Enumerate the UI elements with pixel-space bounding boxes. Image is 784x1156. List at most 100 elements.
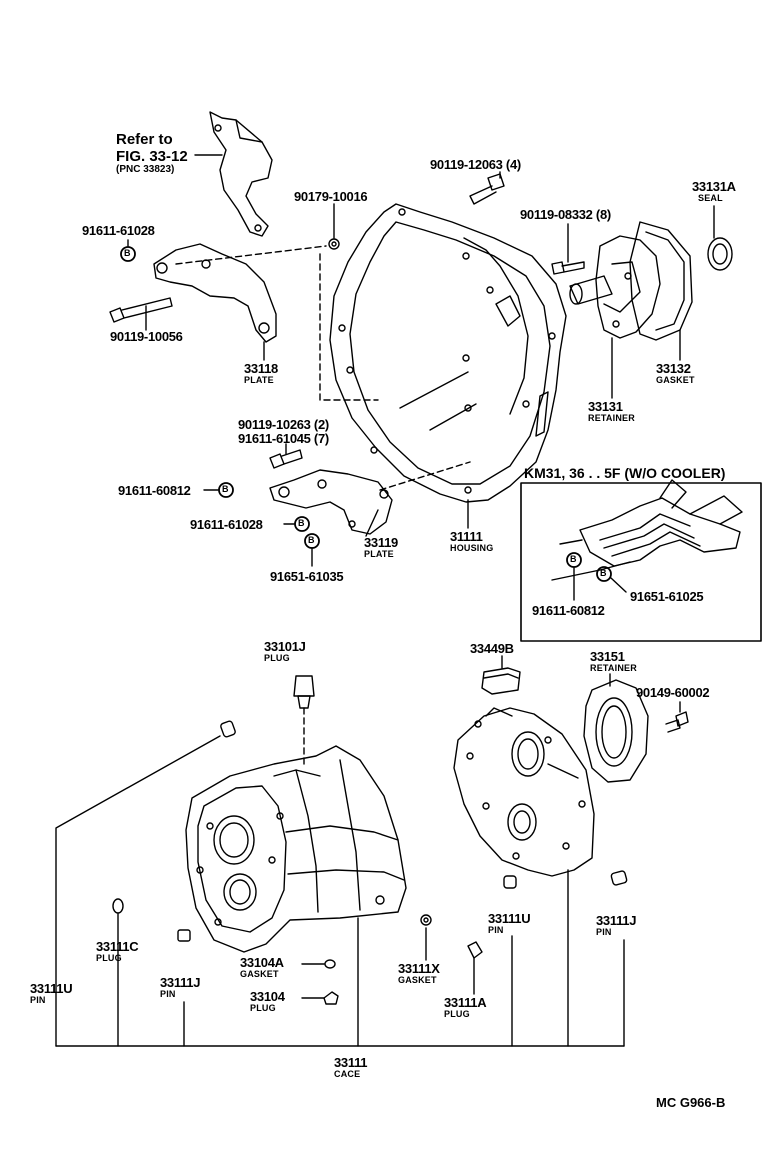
label-31111-num: 31111 bbox=[450, 529, 483, 544]
label-91611-61028-top: 91611-61028 bbox=[82, 223, 155, 238]
label-33111j-right: 33111J PIN bbox=[596, 914, 636, 937]
bubble-letter-6: B bbox=[600, 568, 607, 578]
label-33111j-left: 33111J PIN bbox=[160, 976, 200, 999]
label-33119: 33119 PLATE bbox=[364, 536, 398, 559]
bolt-90119-10056-drawing bbox=[109, 297, 173, 323]
label-33111j-left-name: PIN bbox=[160, 989, 176, 999]
label-90119-08332: 90119-08332 (8) bbox=[520, 207, 611, 222]
label-91611-60812-inset: 91611-60812 bbox=[532, 603, 605, 618]
label-33131-name: RETAINER bbox=[588, 413, 635, 423]
label-33111a-num: 33111A bbox=[444, 995, 487, 1010]
bubble-letter-3: B bbox=[298, 518, 305, 528]
label-33111u-left-name: PIN bbox=[30, 995, 46, 1005]
label-33118-name: PLATE bbox=[244, 375, 274, 385]
label-91611-61045: 91611-61045 (7) bbox=[238, 431, 329, 446]
refer-note: Refer to FIG. 33-12 (PNC 33823) bbox=[116, 132, 188, 175]
label-91611-60812-left: 91611-60812 bbox=[118, 483, 191, 498]
label-33131-num: 33131 bbox=[588, 399, 623, 414]
label-33132: 33132 GASKET bbox=[656, 362, 695, 385]
pin-33111j-left-drawing bbox=[177, 929, 191, 942]
label-91651-61035: 91651-61035 bbox=[270, 569, 344, 584]
label-31111: 31111 HOUSING bbox=[450, 530, 493, 553]
refer-line1: Refer to bbox=[116, 131, 173, 148]
refer-line2: FIG. 33-12 bbox=[116, 148, 188, 165]
label-33131a-num: 33131A bbox=[692, 179, 736, 194]
label-33131: 33131 RETAINER bbox=[588, 400, 635, 423]
label-33118-num: 33118 bbox=[244, 361, 278, 376]
inset-box bbox=[520, 482, 762, 642]
label-33104: 33104 PLUG bbox=[250, 990, 285, 1013]
label-33101j: 33101J PLUG bbox=[264, 640, 306, 663]
bubble-letter-5: B bbox=[570, 554, 577, 564]
label-91651-61025: 91651-61025 bbox=[630, 589, 704, 604]
plate-33111-right-drawing bbox=[453, 707, 595, 877]
leader-61025 bbox=[610, 577, 627, 593]
label-33111c: 33111C PLUG bbox=[96, 940, 139, 963]
label-33132-num: 33132 bbox=[656, 361, 691, 376]
figure-code: MC G966-B bbox=[656, 1095, 726, 1110]
label-33119-name: PLATE bbox=[364, 549, 394, 559]
label-33111u-right-num: 33111U bbox=[488, 911, 531, 926]
clip-90179-10016-drawing bbox=[328, 238, 340, 250]
plug-33104-drawing bbox=[323, 991, 339, 1005]
label-33111j-right-num: 33111J bbox=[596, 913, 637, 928]
label-33111j-right-name: PIN bbox=[596, 927, 612, 937]
dashed-33118 bbox=[175, 245, 327, 265]
bolt-90119-10263-drawing bbox=[269, 449, 303, 469]
label-33131a-name: SEAL bbox=[698, 193, 723, 203]
pin-33111u-right-drawing bbox=[503, 875, 517, 889]
leader-33119 bbox=[365, 509, 379, 537]
label-33111x-num: 33111X bbox=[398, 961, 440, 976]
label-33104-name: PLUG bbox=[250, 1003, 276, 1013]
label-33111u-right: 33111U PIN bbox=[488, 911, 531, 935]
plug-33111a-drawing bbox=[467, 941, 483, 959]
pin-33111u-left-drawing bbox=[220, 720, 236, 738]
retainer-33131-drawing bbox=[569, 235, 661, 339]
pin-33111j-right-drawing bbox=[610, 870, 628, 886]
label-33101j-num: 33101J bbox=[264, 639, 306, 654]
seal-33131a-drawing bbox=[707, 237, 733, 271]
label-33111a-name: PLUG bbox=[444, 1009, 470, 1019]
dashed-33119 bbox=[379, 461, 471, 491]
leader-33111u-left bbox=[55, 735, 221, 1047]
label-33111x-name: GASKET bbox=[398, 975, 437, 985]
label-90119-12063: 90119-12063 (4) bbox=[430, 157, 521, 172]
label-33118: 33118 PLATE bbox=[244, 362, 278, 385]
label-33111a: 33111A PLUG bbox=[444, 995, 487, 1019]
plug-33101j-drawing bbox=[293, 675, 315, 709]
bubble-91611-61028-mid bbox=[294, 516, 310, 532]
label-90179-10016: 90179-10016 bbox=[294, 189, 368, 204]
case-33111-drawing bbox=[185, 745, 407, 953]
retainer-33151-drawing bbox=[583, 679, 649, 783]
label-33104a: 33104A GASKET bbox=[240, 956, 284, 979]
label-33119-num: 33119 bbox=[364, 535, 398, 550]
label-33151-num: 33151 bbox=[590, 649, 625, 664]
bolt-90149-60002-drawing bbox=[665, 711, 689, 733]
label-33449b: 33449B bbox=[470, 641, 514, 656]
housing-31111-drawing bbox=[329, 203, 567, 503]
label-31111-name: HOUSING bbox=[450, 543, 494, 553]
label-33111u-left-num: 33111U bbox=[30, 981, 73, 996]
label-33132-name: GASKET bbox=[656, 375, 695, 385]
bolt-90119-08332-drawing bbox=[551, 261, 585, 275]
label-33111u-right-name: PIN bbox=[488, 925, 504, 935]
label-33101j-name: PLUG bbox=[264, 653, 290, 663]
gasket-33111x-drawing bbox=[420, 914, 432, 926]
bubble-91611-60812-left bbox=[218, 482, 234, 498]
part-33449b-drawing bbox=[481, 667, 521, 695]
bracket-refer-drawing bbox=[209, 111, 273, 237]
label-33111-case: 33111 CACE bbox=[334, 1055, 368, 1079]
label-33151: 33151 RETAINER bbox=[590, 650, 637, 673]
label-33111-case-num: 33111 bbox=[334, 1055, 368, 1070]
bubble-letter-4: B bbox=[308, 535, 315, 545]
label-33104a-num: 33104A bbox=[240, 955, 284, 970]
label-33111j-left-num: 33111J bbox=[160, 975, 201, 990]
refer-line3: (PNC 33823) bbox=[116, 164, 175, 175]
bubble-letter-2: B bbox=[222, 484, 229, 494]
label-90119-10056: 90119-10056 bbox=[110, 329, 183, 344]
label-33111-case-name: CACE bbox=[334, 1069, 361, 1079]
label-90119-10263: 90119-10263 (2) bbox=[238, 417, 329, 432]
inset-drawing bbox=[551, 479, 743, 582]
label-33131a: 33131A SEAL bbox=[692, 180, 736, 203]
